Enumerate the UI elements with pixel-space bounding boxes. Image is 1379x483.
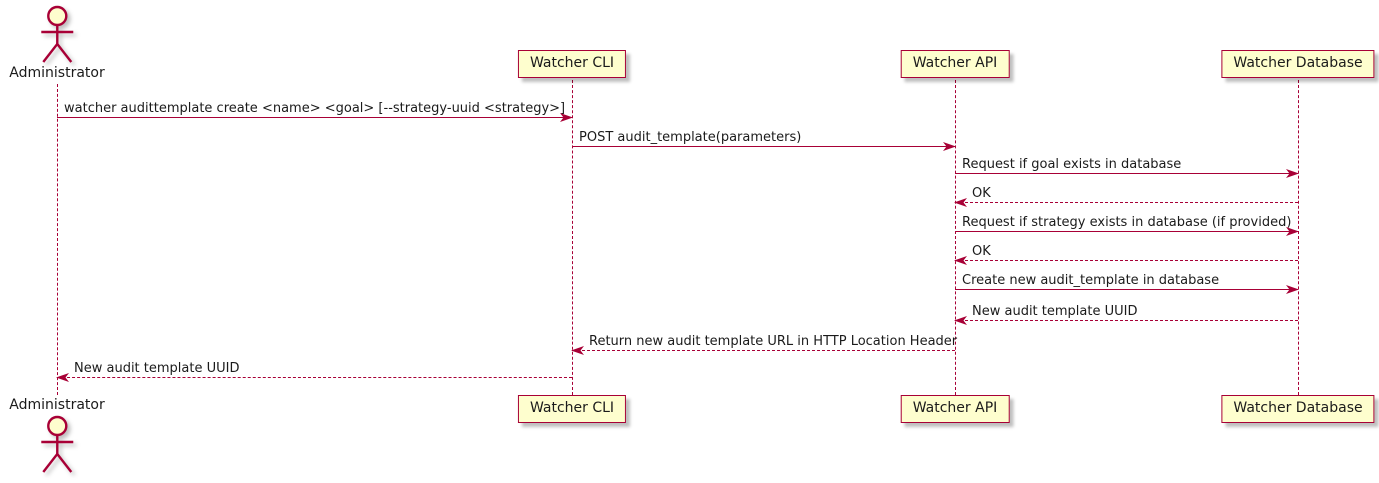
participant-watcher-cli-top: Watcher CLI — [517, 50, 627, 78]
actor-label: Administrator — [9, 65, 105, 81]
message-label: New audit template UUID — [74, 361, 240, 376]
lifeline-watcher-database — [1298, 80, 1299, 395]
message-return-url-location-header: Return new audit template URL in HTTP Lo… — [571, 334, 958, 355]
message-line — [954, 256, 1298, 265]
arrowhead-right-icon — [560, 113, 573, 122]
message-line — [572, 142, 956, 151]
participant-watcher-api-top: Watcher API — [900, 50, 1010, 78]
message-label: POST audit_template(parameters) — [579, 130, 802, 145]
arrowhead-left-icon — [954, 198, 967, 207]
message-new-uuid-from-db: New audit template UUID — [954, 304, 1298, 325]
message-post-audit-template: POST audit_template(parameters) — [572, 130, 956, 151]
message-line — [955, 285, 1299, 294]
message-line — [57, 113, 573, 122]
actor-administrator-top: Administrator — [9, 4, 105, 82]
arrowhead-left-icon — [954, 316, 967, 325]
message-label: Request if strategy exists in database (… — [962, 215, 1292, 230]
message-request-strategy-exists: Request if strategy exists in database (… — [955, 215, 1299, 236]
message-label: watcher audittemplate create <name> <goa… — [64, 101, 566, 116]
participant-watcher-api-bottom: Watcher API — [900, 395, 1010, 423]
message-label: New audit template UUID — [972, 304, 1138, 319]
participant-watcher-database-top: Watcher Database — [1221, 50, 1375, 78]
message-create-in-database: Create new audit_template in database — [955, 273, 1299, 294]
message-strategy-ok: OK — [954, 244, 1298, 265]
message-label: Return new audit template URL in HTTP Lo… — [589, 334, 958, 349]
actor-administrator-bottom: Administrator — [9, 396, 105, 474]
message-label: Request if goal exists in database — [962, 157, 1182, 172]
actor-icon — [41, 415, 73, 473]
message-new-uuid-to-admin: New audit template UUID — [56, 361, 572, 382]
participant-watcher-database-bottom: Watcher Database — [1221, 395, 1375, 423]
message-create-audittemplate: watcher audittemplate create <name> <goa… — [57, 101, 573, 122]
message-request-goal-exists: Request if goal exists in database — [955, 157, 1299, 178]
arrowhead-left-icon — [571, 346, 584, 355]
arrowhead-left-icon — [954, 256, 967, 265]
lifeline-watcher-cli — [572, 80, 573, 395]
arrowhead-right-icon — [1286, 285, 1299, 294]
lifeline-watcher-api — [955, 80, 956, 395]
message-label: Create new audit_template in database — [962, 273, 1220, 288]
message-label: OK — [972, 186, 991, 201]
arrowhead-right-icon — [1286, 169, 1299, 178]
lifeline-administrator — [57, 84, 58, 395]
arrowhead-right-icon — [1286, 227, 1299, 236]
message-line — [571, 346, 955, 355]
message-line — [56, 373, 572, 382]
message-goal-ok: OK — [954, 186, 1298, 207]
participant-watcher-cli-bottom: Watcher CLI — [517, 395, 627, 423]
message-line — [954, 198, 1298, 207]
message-line — [955, 169, 1299, 178]
message-line — [954, 316, 1298, 325]
actor-label: Administrator — [9, 397, 105, 413]
arrowhead-left-icon — [56, 373, 69, 382]
message-label: OK — [972, 244, 991, 259]
message-line — [955, 227, 1299, 236]
arrowhead-right-icon — [943, 142, 956, 151]
actor-icon — [41, 5, 73, 63]
